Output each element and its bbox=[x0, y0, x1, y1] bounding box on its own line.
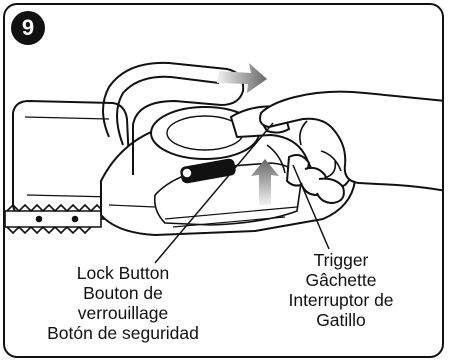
instruction-frame: 9 bbox=[3, 3, 444, 358]
lock-button-label-line: Bouton de bbox=[23, 283, 223, 303]
cutting-blade bbox=[5, 205, 103, 233]
lock-button-label: Lock Button Bouton de verrouillage Botón… bbox=[23, 263, 223, 343]
lock-button-label-line: Lock Button bbox=[23, 263, 223, 283]
trigger-label-line: Trigger bbox=[251, 250, 431, 270]
trigger-label: Trigger Gâchette Interruptor de Gatillo bbox=[251, 250, 431, 330]
lock-button-label-line: Botón de seguridad bbox=[23, 323, 223, 343]
lock-button-label-line: verrouillage bbox=[23, 303, 223, 323]
trigger-label-line: Interruptor de bbox=[251, 290, 431, 310]
step-number-badge: 9 bbox=[11, 11, 45, 45]
trigger-label-line: Gatillo bbox=[251, 310, 431, 330]
slide-arrow-icon bbox=[217, 63, 267, 93]
trigger-label-line: Gâchette bbox=[251, 270, 431, 290]
